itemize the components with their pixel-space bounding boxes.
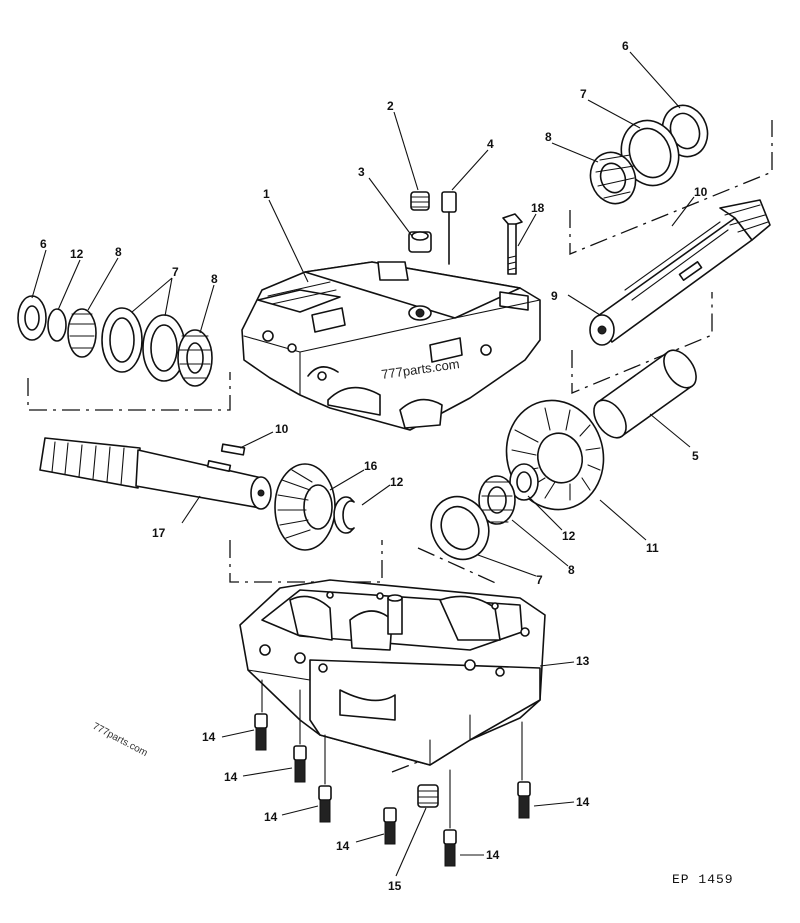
bearing-set-gear bbox=[430, 463, 539, 561]
callout-8-left-b: 8 bbox=[211, 272, 218, 286]
callout-9: 9 bbox=[551, 289, 558, 303]
callout-12-gear: 12 bbox=[562, 529, 576, 543]
circlip-12-mid bbox=[333, 496, 355, 534]
callout-14-f: 14 bbox=[576, 795, 590, 809]
figure-code: EP 1459 bbox=[672, 872, 734, 887]
callout-labels: 1 2 3 4 5 6 6 7 7 7 8 8 8 8 9 10 10 11 1… bbox=[40, 39, 708, 893]
callout-14-e: 14 bbox=[486, 848, 500, 862]
shaft-9 bbox=[589, 199, 771, 346]
top-fasteners bbox=[408, 191, 523, 275]
callout-18: 18 bbox=[531, 201, 545, 215]
cap-screws bbox=[254, 679, 531, 867]
callout-1: 1 bbox=[263, 187, 270, 201]
callout-12-mid: 12 bbox=[390, 475, 404, 489]
lower-housing bbox=[239, 579, 546, 766]
callout-10-right: 10 bbox=[694, 185, 708, 199]
callout-3: 3 bbox=[358, 165, 365, 179]
callout-8-lower: 8 bbox=[568, 563, 575, 577]
callout-7-right: 7 bbox=[580, 87, 587, 101]
upper-housing bbox=[241, 261, 541, 431]
callout-6-left: 6 bbox=[40, 237, 47, 251]
callout-5: 5 bbox=[692, 449, 699, 463]
callout-14-d: 14 bbox=[336, 839, 350, 853]
pipe-5 bbox=[593, 349, 697, 439]
callout-12-left: 12 bbox=[70, 247, 84, 261]
callout-4: 4 bbox=[487, 137, 494, 151]
callout-14-a: 14 bbox=[202, 730, 216, 744]
callout-11: 11 bbox=[646, 541, 659, 555]
callout-13: 13 bbox=[576, 654, 590, 668]
watermark-left: 777parts.com bbox=[91, 721, 150, 759]
callout-8-left-a: 8 bbox=[115, 245, 122, 259]
shaft-17 bbox=[39, 437, 272, 510]
bearing-set-right bbox=[589, 104, 709, 205]
callout-14-b: 14 bbox=[224, 770, 238, 784]
callout-17: 17 bbox=[152, 526, 166, 540]
callout-16: 16 bbox=[364, 459, 378, 473]
callout-7-lower: 7 bbox=[536, 573, 543, 587]
callout-14-c: 14 bbox=[264, 810, 278, 824]
callout-6-right: 6 bbox=[622, 39, 629, 53]
callout-15: 15 bbox=[388, 879, 402, 893]
leader-lines bbox=[31, 51, 695, 877]
dashed-frames bbox=[27, 120, 773, 773]
callout-8-right: 8 bbox=[545, 130, 552, 144]
callout-7-left: 7 bbox=[172, 265, 179, 279]
bevel-gear-16 bbox=[274, 463, 336, 551]
bearing-set-left bbox=[17, 295, 213, 387]
callout-10-left: 10 bbox=[275, 422, 289, 436]
callout-2: 2 bbox=[387, 99, 394, 113]
